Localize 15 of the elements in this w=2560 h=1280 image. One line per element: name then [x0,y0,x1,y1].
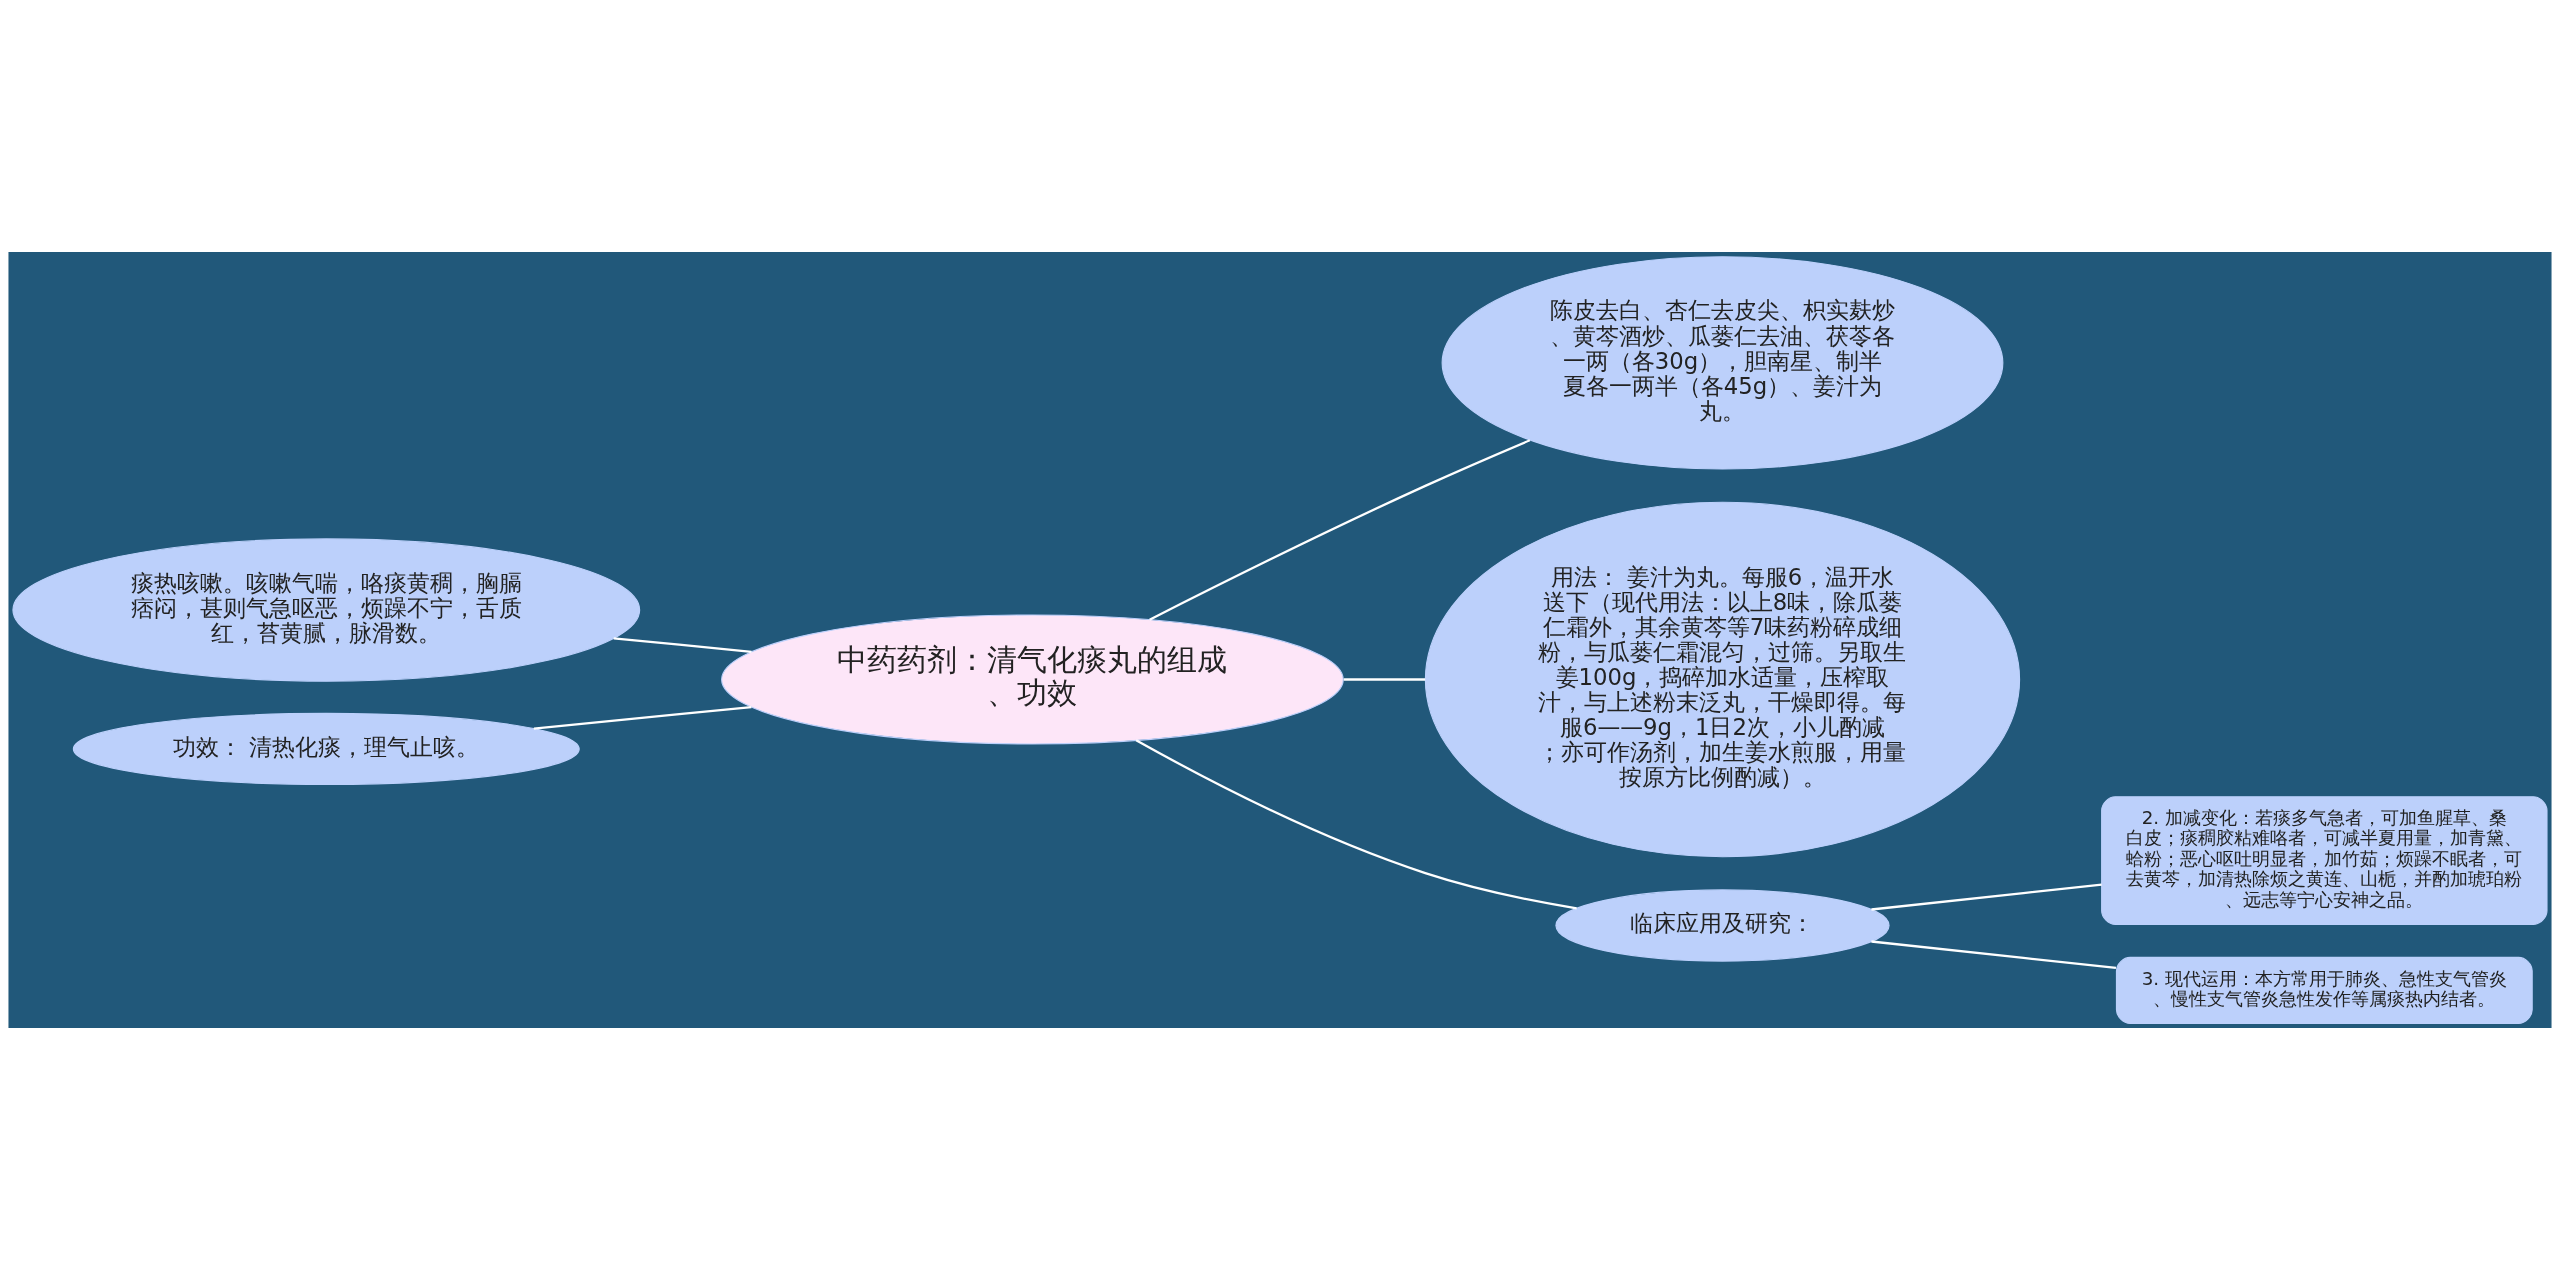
connector [1135,739,1577,910]
node-ellipse: 痰热咳嗽。咳嗽气喘，咯痰黄稠，胸膈痞闷，甚则气急呕恶，烦躁不宁，舌质红，苔黄腻，脉滑数。 [12,538,641,682]
node-box: 2. 加减变化：若痰多气急者，可加鱼腥草、桑白皮；痰稠胶粘难咯者，可减半夏用量，加青黛、蛤粉；恶心呕吐明显者，加竹茹；烦躁不眠者，可去黄芩，加清热除烦之黄连、山栀，并酌加琥珀粉、远志等宁心安神之品。 [2101,796,2548,925]
node-ellipse: 功效： 清热化痰，理气止咳。 [72,712,580,786]
node-box: 3. 现代运用：本方常用于肺炎、急性支气管炎、慢性支气管炎急性发作等属痰热内结者。 [2115,956,2533,1024]
node-ellipse: 临床应用及研究： [1555,889,1890,962]
node-ellipse: 中药药剂：清气化痰丸的组成、功效 [721,614,1344,745]
connector [1149,439,1531,621]
node-ellipse: 用法： 姜汁为丸。每服6，温开水送下（现代用法：以上8味，除瓜蒌仁霜外，其余黄芩等7味药粉碎成细粉，与瓜蒌仁霜混匀，过筛。另取生姜100g，捣碎加水适量，压榨取汁，与上述粉末泛丸，干燥即得。每服6——9g，1日2次，小儿酌减；亦可作汤剂，加生姜水煎服，用量按原方比例酌减）。 [1424,501,2021,858]
node-ellipse: 陈皮去白、杏仁去皮尖、枳实麸炒、黄芩酒炒、瓜蒌仁去油、茯苓各一两（各30g），胆南星、制半夏各一两半（各45g）、姜汁为丸。 [1441,256,2004,470]
connector [533,706,752,730]
connector [1871,940,2117,970]
connector [1343,678,1426,681]
connector [1871,883,2102,911]
connector [613,637,752,653]
